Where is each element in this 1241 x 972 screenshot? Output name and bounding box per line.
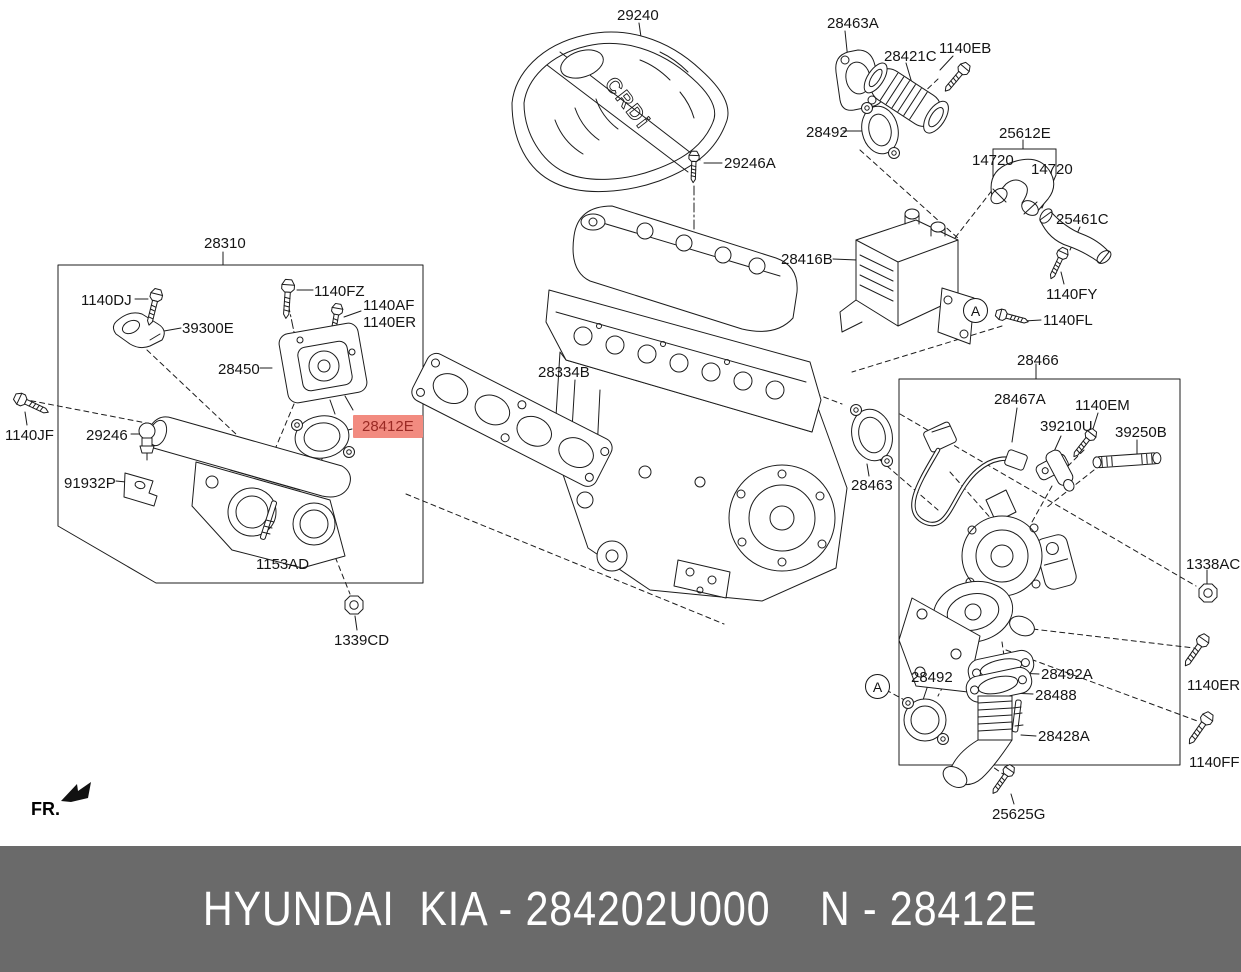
bolt-25625g-drawing <box>988 762 1018 797</box>
part-label-28310: 28310 <box>204 235 246 252</box>
bolt-1140fy-drawing <box>1045 245 1071 282</box>
part-label-1140jf: 1140JF <box>5 427 54 444</box>
part-label-1140em: 1140EM <box>1075 397 1130 414</box>
part-label-1140eb: 1140EB <box>939 40 992 57</box>
part-label-14720: 14720 <box>972 152 1014 169</box>
footer-banner: HYUNDAI KIA - 284202U000 N - 28412E <box>0 846 1241 972</box>
part-label-39210u: 39210U <box>1040 418 1093 435</box>
part-label-28466: 28466 <box>1017 352 1059 369</box>
part-label-1338ac: 1338AC <box>1186 556 1241 573</box>
stud-39250b-drawing <box>1093 452 1162 468</box>
part-label-1140ff: 1140FF <box>1189 754 1240 771</box>
part-label-91932p: 91932P <box>64 475 116 492</box>
part-label-28463a: 28463A <box>827 15 879 32</box>
part-label-1153ad: 1153AD <box>256 556 310 573</box>
egr-valve-28450-drawing <box>278 322 369 414</box>
part-label-1140af: 1140AF <box>363 297 415 314</box>
part-label-28428a: 28428A <box>1038 728 1090 745</box>
bolt-1140er-drawing <box>1179 631 1213 670</box>
stud-1153ad-drawing <box>260 500 277 540</box>
bolt-29246a-drawing <box>687 150 700 184</box>
fr-direction-arrow-icon <box>61 782 91 802</box>
stud-28428a-drawing <box>1012 700 1023 732</box>
group-box-28310 <box>58 265 423 583</box>
nut-1339cd-drawing <box>344 595 364 615</box>
bracket-91932p-drawing <box>124 473 157 506</box>
egr-cooler-28416b-drawing <box>840 209 974 344</box>
group-box-28466 <box>899 379 1180 765</box>
bolt-1140eb-drawing <box>940 60 973 96</box>
nut-1338ac-drawing <box>1198 583 1218 603</box>
assembly-marker-a-1: A <box>963 298 988 323</box>
gasket-28463a-drawing <box>836 50 883 110</box>
part-label-1339cd: 1339CD <box>334 632 390 649</box>
part-label-14720: 14720 <box>1031 161 1073 178</box>
part-label-1140er: 1140ER <box>363 314 417 331</box>
gasket-28412e-drawing <box>292 412 355 462</box>
bolt-1140fl-drawing <box>994 307 1031 328</box>
assembly-marker-a-2: A <box>865 674 890 699</box>
part-label-25625g: 25625G <box>992 806 1046 823</box>
part-label-1140dj: 1140DJ <box>81 292 132 309</box>
hose-25461c-drawing <box>1037 207 1113 266</box>
sensor-39210u-drawing <box>1032 447 1081 501</box>
wiring-harness-28467a-drawing <box>913 421 1028 524</box>
part-label-28416b: 28416B <box>781 251 833 268</box>
part-label-28467a: 28467A <box>994 391 1046 408</box>
bolt-1140ff-drawing <box>1183 709 1217 748</box>
manifold-gasket-28334b-drawing <box>408 350 615 490</box>
part-label-29246: 29246 <box>86 427 128 444</box>
part-label-28463: 28463 <box>851 477 893 494</box>
gasket-28463-drawing <box>846 405 897 467</box>
part-label-25461c: 25461C <box>1056 211 1109 228</box>
part-label-28450: 28450 <box>218 361 260 378</box>
camshaft-sensor-39300e-drawing <box>113 313 164 348</box>
engine-block-drawing <box>546 206 847 601</box>
part-label-29246a: 29246A <box>724 155 776 172</box>
part-label-28421c: 28421C <box>884 48 937 65</box>
part-label-28492a: 28492A <box>1041 666 1093 683</box>
part-label-39300e: 39300E <box>182 320 234 337</box>
oil-feed-pipe-28488-drawing <box>939 665 1034 792</box>
gasket-28492-top-drawing <box>857 103 902 159</box>
sensor-29246-drawing <box>139 423 155 460</box>
part-label-28334b: 28334B <box>538 364 590 381</box>
part-label-1140er: 1140ER <box>1187 677 1241 694</box>
turbocharger-drawing <box>899 490 1078 692</box>
part-label-25612e: 25612E <box>999 125 1051 142</box>
part-label-39250b: 39250B <box>1115 424 1167 441</box>
bolt-1140fz-drawing <box>279 278 296 320</box>
engine-cover-drawing: CRDi <box>512 32 728 191</box>
part-label-28412e-highlighted: 28412E <box>353 415 423 438</box>
fr-direction-label: FR. <box>31 799 60 819</box>
part-label-1140fy: 1140FY <box>1046 286 1098 303</box>
hose-assembly-25612e-drawing <box>988 159 1054 218</box>
part-label-28492: 28492 <box>806 124 848 141</box>
bolt-1140jf-drawing <box>11 390 52 419</box>
part-label-28492: 28492 <box>911 669 953 686</box>
part-label-28488: 28488 <box>1035 687 1077 704</box>
footer-banner-text: HYUNDAI KIA - 284202U000 N - 28412E <box>203 882 1038 936</box>
part-label-29240: 29240 <box>617 7 659 24</box>
egr-pipe-28421c-drawing <box>859 58 953 137</box>
gasket-28492-lower-drawing <box>903 698 949 745</box>
part-label-1140fz: 1140FZ <box>314 283 365 300</box>
part-label-1140fl: 1140FL <box>1043 312 1093 329</box>
